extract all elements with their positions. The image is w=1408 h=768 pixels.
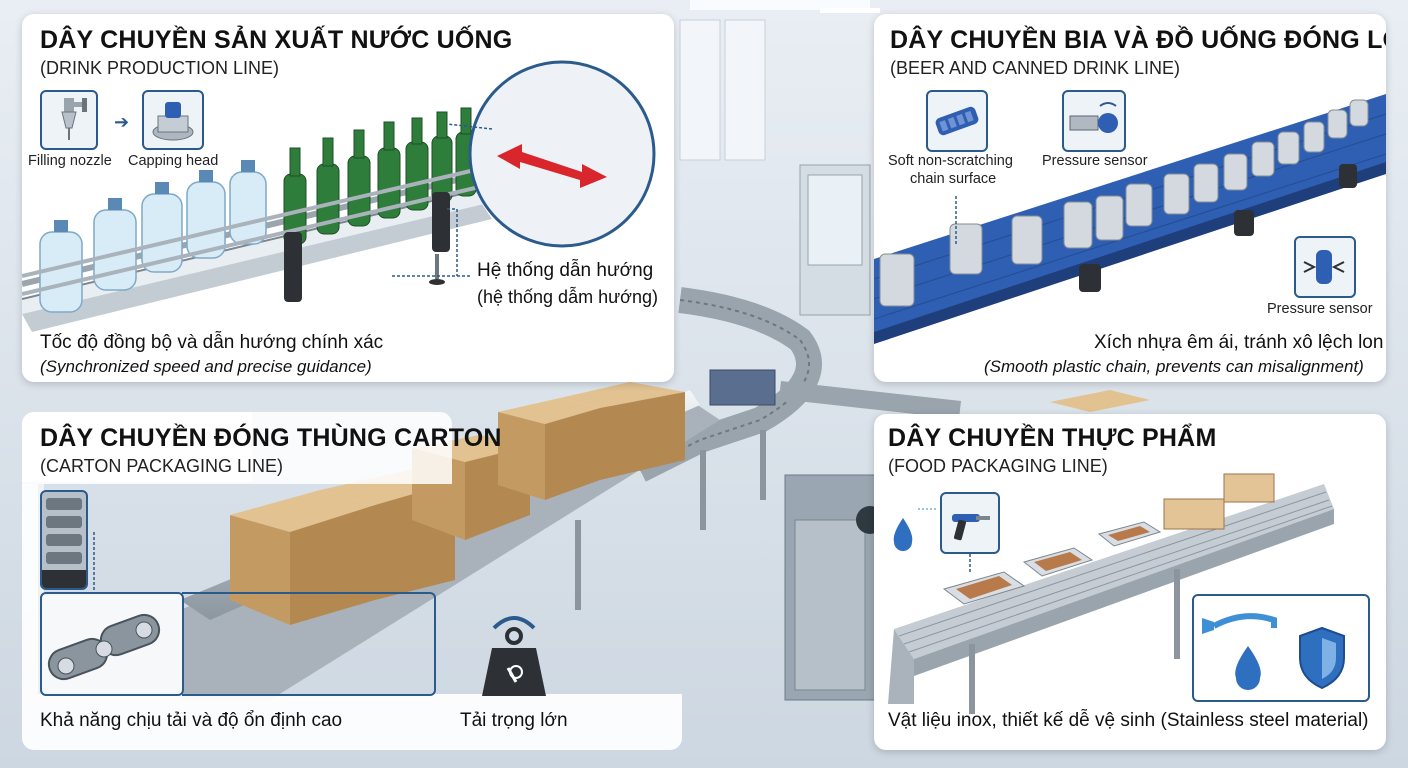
panel-bottom-band [22,694,682,750]
panel-title: DÂY CHUYỀN SẢN XUẤT NƯỚC UỐNG [40,26,513,54]
drink-line-illustration [22,14,674,332]
water-drop-icon [888,514,918,554]
chain-link-detail [40,592,184,696]
pressure-sensor-label-2: Pressure sensor [1267,301,1373,317]
chain-surface-label-1: Soft non-scratching [888,153,1013,169]
guide-system-label-alt: (hệ thống dẫm hướng) [477,287,658,307]
load-label: Tải trọng lớn [460,710,568,731]
panel-left-border [38,484,44,694]
chain-detail-small [40,490,88,590]
chain-callout-line [93,532,95,592]
arrow-icon: ➔ [114,112,130,132]
pressure-sensor-label: Pressure sensor [1042,153,1148,169]
panel-caption: Xích nhựa êm ái, tránh xô lệch lon [1094,332,1384,353]
filling-nozzle-label: Filling nozzle [28,153,112,169]
carton-packaging-panel: DÂY CHUYỀN ĐÓNG THÙNG CARTON (CARTON PAC… [22,412,682,750]
panel-title: DÂY CHUYỀN BIA VÀ ĐỒ UỐNG ĐÓNG LON [890,26,1386,54]
panel-title: DÂY CHUYỀN THỰC PHẨM [888,424,1217,452]
guidance-arrow [497,144,607,188]
chain-surface-label-2: chain surface [910,171,997,187]
capping-head-icon [142,90,204,150]
panel-caption: Vật liệu inox, thiết kế dễ vệ sinh (Stai… [888,710,1369,731]
panel-subtitle: (CARTON PACKAGING LINE) [40,456,284,476]
capping-head-label: Capping head [128,153,219,169]
chain-surface-icon [926,90,988,152]
drink-production-panel: DÂY CHUYỀN SẢN XUẤT NƯỚC UỐNG (DRINK PRO… [22,14,674,382]
pressure-sensor-icon-2 [1294,236,1356,298]
panel-caption: Khả năng chịu tải và độ ổn định cao [40,710,343,731]
panel-caption-english: (Synchronized speed and precise guidance… [40,357,372,376]
panel-subtitle: (FOOD PACKAGING LINE) [888,456,1108,476]
panel-title: DÂY CHUYỀN ĐÓNG THÙNG CARTON [40,424,502,452]
pressure-sensor-icon [1062,90,1126,152]
beer-canned-panel: DÂY CHUYỀN BIA VÀ ĐỒ UỐNG ĐÓNG LON (BEER… [874,14,1386,382]
panel-caption: Tốc độ đồng bộ và dẫn hướng chính xác [40,332,384,353]
panel-subtitle: (DRINK PRODUCTION LINE) [40,58,280,78]
chain-detail-frame [182,592,436,696]
weight-icon [474,608,554,698]
panel-caption-english: (Smooth plastic chain, prevents can misa… [984,357,1364,376]
panel-background-wide [22,412,452,484]
food-line-illustration [888,473,1334,714]
can-line-illustration [874,94,1386,344]
filling-nozzle-icon [40,90,98,150]
spray-gun-icon [940,492,1000,554]
food-packaging-panel: DÂY CHUYỀN THỰC PHẨM (FOOD PACKAGING LIN… [874,414,1386,750]
panel-subtitle: (BEER AND CANNED DRINK LINE) [890,58,1181,78]
guide-system-label: Hệ thống dẫn hướng [477,260,654,281]
panel-left-band [22,484,38,694]
stainless-features-box [1192,594,1370,702]
